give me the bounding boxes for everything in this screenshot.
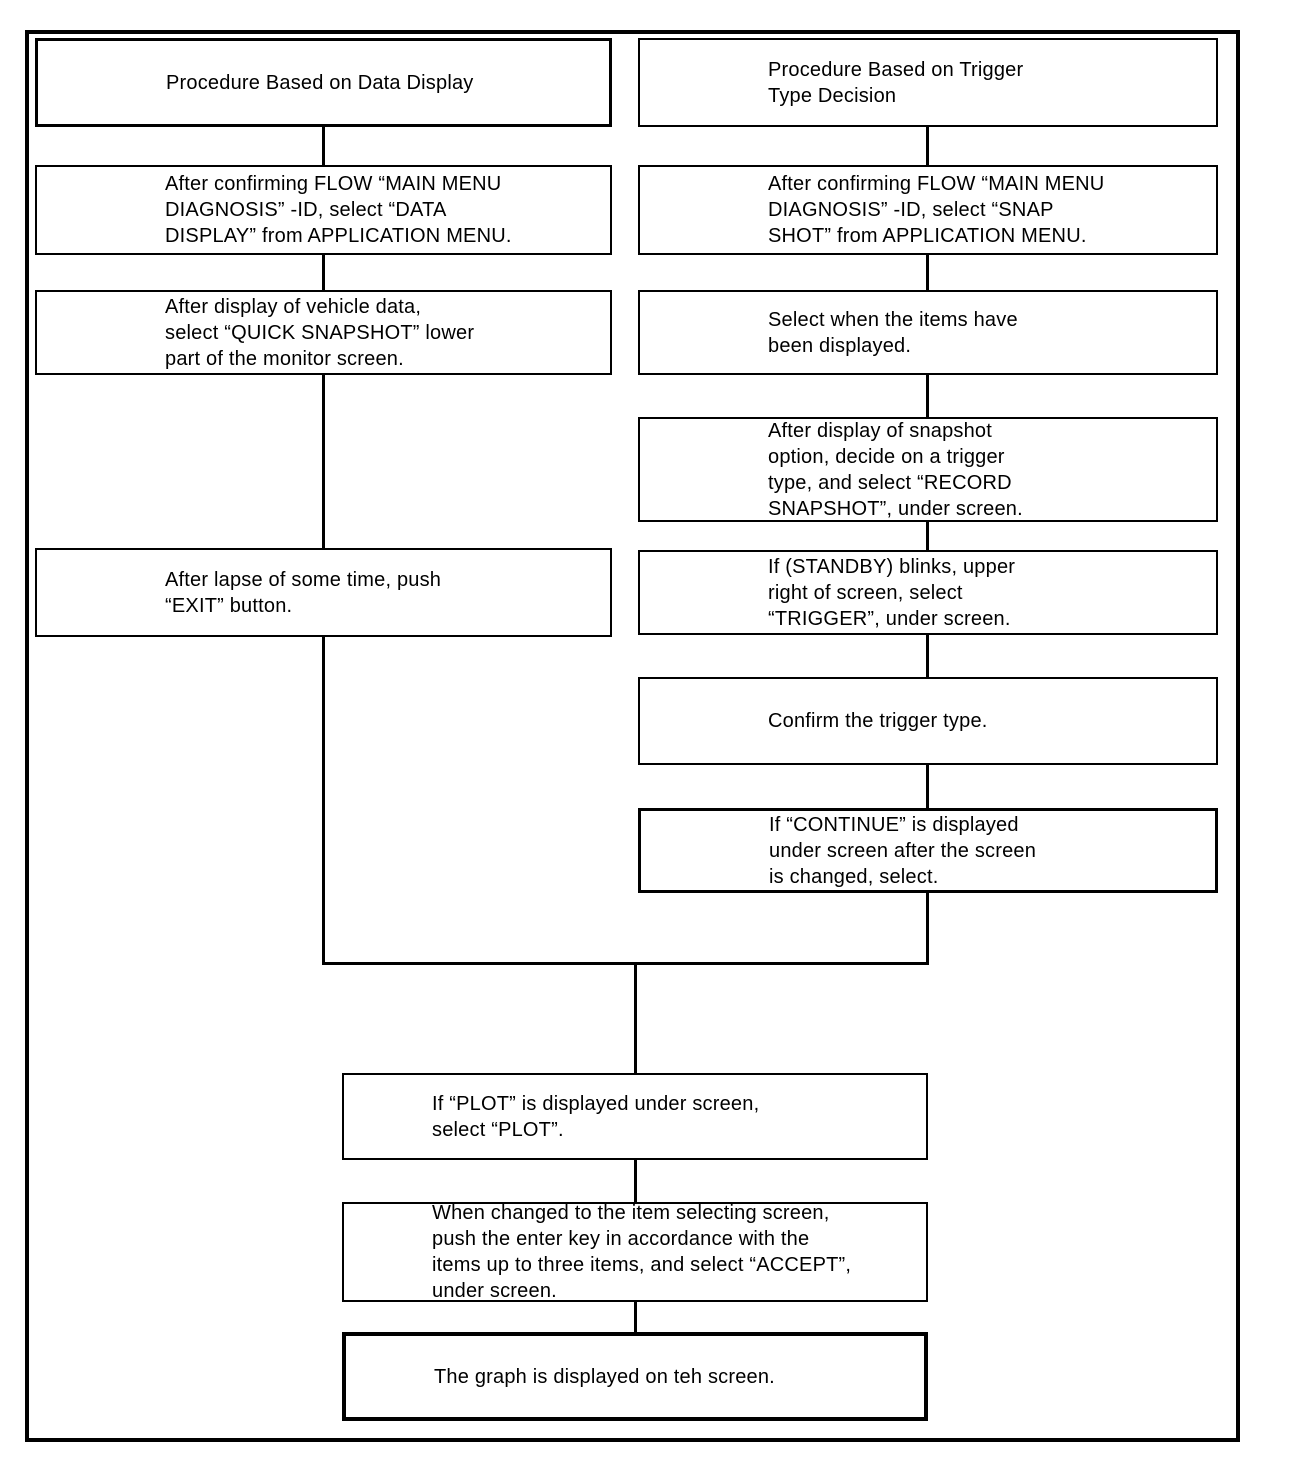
continue-select-box: If “CONTINUE” is displayed under screen … (638, 808, 1218, 893)
procedure-trigger-type-title-box: Procedure Based on Trigger Type Decision (638, 38, 1218, 127)
confirm-trigger-type-box: Confirm the trigger type. (638, 677, 1218, 765)
plot-select-box: If “PLOT” is displayed under screen, sel… (342, 1073, 928, 1160)
confirm-flow-snapshot-text: After confirming FLOW “MAIN MENU DIAGNOS… (768, 173, 1105, 247)
connector-r3-r4 (926, 375, 929, 417)
exit-button-box: After lapse of some time, push “EXIT” bu… (35, 548, 612, 637)
record-snapshot-box: After display of snapshot option, decide… (638, 417, 1218, 522)
standby-trigger-text: If (STANDBY) blinks, upper right of scre… (768, 555, 1016, 630)
connector-r4-r5 (926, 522, 929, 550)
graph-displayed-text: The graph is displayed on teh screen. (434, 1365, 775, 1388)
standby-trigger-box: If (STANDBY) blinks, upper right of scre… (638, 550, 1218, 635)
plot-select-text: If “PLOT” is displayed under screen, sel… (432, 1092, 760, 1141)
select-items-displayed-box: Select when the items have been displaye… (638, 290, 1218, 375)
confirm-flow-data-display-text: After confirming FLOW “MAIN MENU DIAGNOS… (165, 173, 512, 247)
connector-r2-r3 (926, 255, 929, 290)
connector-l3-l4 (322, 375, 325, 548)
confirm-flow-data-display-box: After confirming FLOW “MAIN MENU DIAGNOS… (35, 165, 612, 255)
procedure-trigger-type-title-text: Procedure Based on Trigger Type Decision (768, 58, 1024, 107)
accept-select-box: When changed to the item selecting scree… (342, 1202, 928, 1302)
connector-b2-b3 (634, 1302, 637, 1332)
connector-r6-r7 (926, 765, 929, 808)
exit-button-text: After lapse of some time, push “EXIT” bu… (165, 568, 442, 617)
continue-select-text: If “CONTINUE” is displayed under screen … (769, 813, 1037, 888)
procedure-data-display-title-box: Procedure Based on Data Display (35, 38, 612, 127)
record-snapshot-text: After display of snapshot option, decide… (768, 419, 1023, 520)
connector-merge-plot (634, 962, 637, 1073)
confirm-flow-snapshot-box: After confirming FLOW “MAIN MENU DIAGNOS… (638, 165, 1218, 255)
select-items-displayed-text: Select when the items have been displaye… (768, 308, 1018, 357)
merge-horizontal-line (322, 962, 929, 965)
graph-displayed-box: The graph is displayed on teh screen. (342, 1332, 928, 1421)
quick-snapshot-text: After display of vehicle data, select “Q… (165, 295, 475, 370)
connector-b1-b2 (634, 1160, 637, 1202)
quick-snapshot-box: After display of vehicle data, select “Q… (35, 290, 612, 375)
procedure-data-display-title-text: Procedure Based on Data Display (166, 71, 474, 94)
confirm-trigger-type-text: Confirm the trigger type. (768, 710, 988, 732)
connector-l4-merge (322, 637, 325, 965)
connector-r7-merge (926, 893, 929, 965)
connector-l2-l3 (322, 255, 325, 290)
connector-r1-r2 (926, 127, 929, 165)
connector-l1-l2 (322, 127, 325, 165)
accept-select-text: When changed to the item selecting scree… (432, 1202, 852, 1302)
connector-r5-r6 (926, 635, 929, 677)
